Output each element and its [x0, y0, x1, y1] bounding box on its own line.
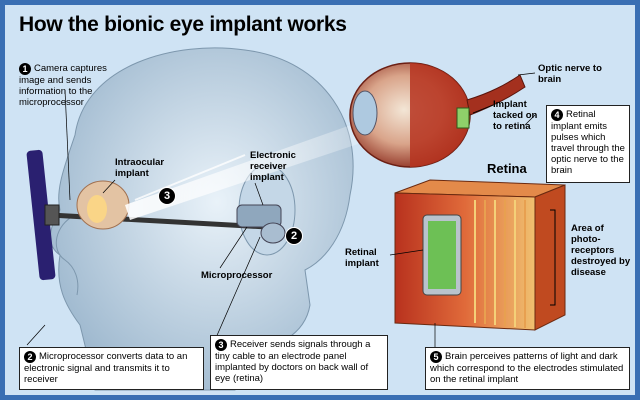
label-optic-nerve: Optic nerve to brain: [538, 63, 602, 85]
marker-step-2: 2: [285, 227, 303, 245]
eye-cross-section: [410, 63, 470, 167]
step-4-number: 4: [551, 109, 563, 121]
step-5-number: 5: [430, 351, 442, 363]
electrode-grid: [428, 221, 456, 289]
label-area-destroyed: Area of photo-receptors destroyed by dis…: [571, 223, 631, 278]
step-2-number: 2: [24, 351, 36, 363]
receiver-unit: [260, 222, 286, 244]
signal-arrow: [134, 154, 246, 201]
step-5-text: Brain perceives patterns of light and da…: [430, 351, 624, 385]
label-intraocular-implant: Intraocular implant: [115, 157, 165, 179]
label-electronic-receiver: Electronic receiver implant: [250, 150, 296, 183]
camera: [44, 204, 60, 226]
glasses-frame: [26, 149, 56, 281]
step-4-text: Retinal implant emits pulses which trave…: [551, 109, 625, 176]
optic-nerve: [466, 74, 526, 116]
eye-lens: [352, 90, 378, 136]
retina-block-side: [534, 184, 566, 331]
destroyed-area-bracket: [550, 209, 556, 306]
photoreceptor-layer: [474, 200, 526, 328]
marker-step-3: 3: [158, 187, 176, 205]
label-implant-tacked: Implant tacked on to retina: [493, 99, 538, 132]
step-1-text: Camera captures image and sends informat…: [19, 63, 107, 108]
label-retina: Retina: [487, 161, 527, 176]
microprocessor-unit: [236, 204, 282, 228]
step-3-text: Receiver sends signals through a tiny ca…: [215, 339, 371, 384]
illustration: [26, 47, 566, 391]
intraocular-implant: [87, 195, 107, 223]
step-2-text: Microprocessor converts data to an elect…: [24, 351, 188, 385]
face-contour: [55, 214, 79, 296]
retina-implant-mini: [456, 107, 470, 129]
step-3-number: 3: [215, 339, 227, 351]
label-microprocessor: Microprocessor: [201, 270, 273, 281]
signal-beam: [125, 120, 370, 220]
diagram-title: How the bionic eye implant works: [19, 13, 347, 36]
step-1-number: 1: [19, 63, 31, 75]
label-retinal-implant: Retinal implant: [345, 247, 379, 269]
